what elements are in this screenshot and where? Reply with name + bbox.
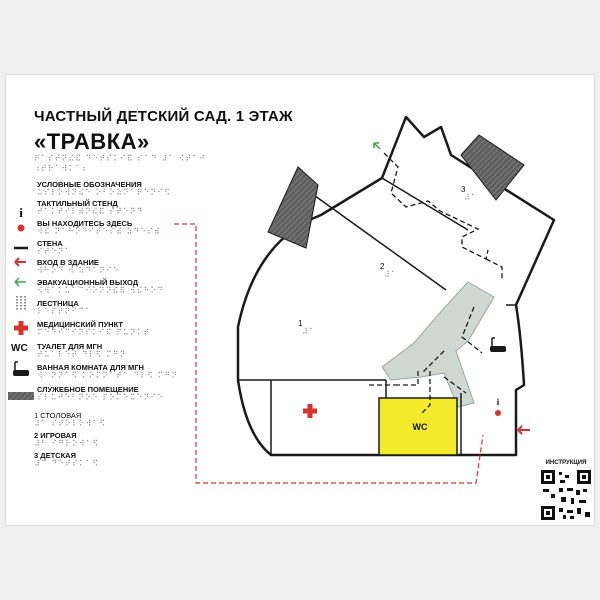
qr-block: ИНСТРУКЦИЯ (536, 460, 596, 525)
legend-label-you-are-here: ВЫ НАХОДИТЕСЬ ЗДЕСЬ (37, 219, 133, 228)
room-legend-braille: ⠼⠉ ⠙⠑⠞⠎⠅⠁⠫ (34, 459, 100, 468)
corridor (381, 281, 495, 408)
legend-label-tactile-stand: ТАКТИЛЬНЫЙ СТЕНД (37, 199, 118, 208)
room-legend-item-2: 2 ИГРОВАЯ (34, 431, 77, 440)
legend-label-wc: ТУАЛЕТ ДЛЯ МГН (37, 342, 103, 351)
legend-braille: ⠪⠺⠁⠅⠥⠁⠉⠊⠕⠝⠝⠮⠯ ⠺⠮⠓⠕⠙ (37, 286, 165, 295)
legend-label-medical: МЕДИЦИНСКИЙ ПУНКТ (37, 320, 123, 329)
evacuation-arrow-icon (14, 277, 26, 287)
legend-label-wall: СТЕНА (37, 239, 63, 248)
room-number-braille: ⠼⠁ (384, 270, 398, 279)
room-number-braille: ⠼⠁ (464, 193, 478, 202)
guidance-route (174, 223, 484, 484)
legend-label-evacuation-exit: ЭВАКУАЦИОННЫЙ ВЫХОД (37, 278, 139, 287)
svg-text:i: i (497, 397, 500, 407)
legend-label-bathroom: ВАННАЯ КОМНАТА ДЛЯ МГН (37, 363, 144, 372)
room-number-2: 2 (380, 262, 385, 271)
evacuation-route (383, 152, 503, 279)
wc-room-label: WC (412, 421, 428, 432)
bathtub-icon (490, 337, 506, 352)
room-legend-item-1: 1 СТОЛОВАЯ (34, 411, 82, 420)
tactile-sign: i i (6, 75, 594, 525)
info-icon: i (497, 397, 500, 407)
legend-braille: ⠎⠞⠑⠝⠁ (37, 247, 72, 256)
medical-cross-icon (303, 404, 317, 418)
room-number-1: 1 (298, 319, 303, 328)
service-room (460, 134, 525, 201)
room-legend-braille: ⠼⠃ ⠊⠛⠗⠕⠺⠁⠫ (34, 439, 100, 448)
room-number-3: 3 (461, 185, 466, 194)
qr-title: ИНСТРУКЦИЯ (545, 460, 587, 466)
medical-cross-icon (14, 321, 28, 335)
room-number-braille: ⠼⠁ (302, 327, 316, 336)
legend-braille: ⠞⠥⠁⠇⠑⠞ ⠙⠇⠫ ⠍⠛⠝ (37, 350, 127, 359)
legend-braille: ⠺⠮ ⠝⠁⠓⠕⠙⠊⠞⠑⠎⠾ ⠵⠙⠑⠎⠾ (37, 227, 161, 236)
legend-heading: УСЛОВНЫЕ ОБОЗНАЧЕНИЯ (37, 180, 142, 189)
wc-icon: WC (11, 343, 28, 354)
title-braille: ⠟⠁⠎⠞⠝⠮⠯ ⠙⠑⠞⠎⠅⠊⠯ ⠎⠁⠙ ⠼⠁ ⠪⠞⠁⠚ (34, 154, 206, 163)
legend-label-service-room: СЛУЖЕБНОЕ ПОМЕЩЕНИЕ (37, 385, 139, 394)
service-room (267, 166, 319, 249)
entrance-arrow-icon (517, 425, 530, 435)
legend-heading-braille: ⠥⠎⠇⠕⠺⠝⠮⠑ ⠕⠃⠕⠵⠝⠁⠟⠑⠝⠊⠫ (37, 188, 171, 197)
entrance-arrow-icon (14, 257, 26, 267)
legend-braille: ⠺⠓⠕⠙ ⠺ ⠵⠙⠁⠝⠊⠑ (37, 266, 120, 275)
legend-braille: ⠇⠑⠎⠞⠝⠊⠉⠁ (37, 307, 92, 316)
info-icon: i (19, 205, 23, 220)
wc-room (378, 397, 458, 456)
you-are-here-icon (495, 410, 501, 416)
sign-subtitle: «ТРАВКА» (34, 129, 150, 154)
bathtub-icon (13, 361, 29, 376)
title-braille-2: ⠰⠞⠗⠁⠺⠅⠁⠆ (34, 164, 89, 173)
room-legend-item-3: 3 ДЕТСКАЯ (34, 451, 76, 460)
legend-braille: ⠍⠑⠙⠊⠉⠊⠝⠎⠅⠊⠯ ⠏⠥⠝⠅⠞ (37, 328, 151, 337)
evacuation-route (366, 306, 483, 416)
legend-braille: ⠺⠁⠝⠝⠁⠫ ⠅⠕⠍⠝⠁⠞⠁ ⠙⠇⠫ ⠍⠛⠝ (37, 371, 178, 380)
legend-braille: ⠞⠁⠅⠞⠊⠇⠾⠝⠮⠯ ⠎⠞⠑⠝⠙ (37, 207, 144, 216)
legend-braille: ⠎⠇⠥⠚⠑⠃⠝⠕⠑ ⠏⠕⠍⠑⠭⠑⠝⠊⠑ (37, 393, 165, 402)
building-outline (236, 115, 556, 457)
stairs-icon (16, 296, 26, 310)
room-legend-braille: ⠼⠁ ⠎⠞⠕⠇⠕⠺⠁⠫ (34, 419, 107, 428)
qr-code (541, 470, 591, 520)
service-room-icon (8, 392, 34, 400)
legend-label-entrance: ВХОД В ЗДАНИЕ (37, 258, 99, 267)
evacuation-arrow-icon (373, 142, 381, 150)
floor-plan: i i (8, 115, 591, 520)
you-are-here-icon (17, 224, 25, 232)
legend-label-stairs: ЛЕСТНИЦА (37, 299, 79, 308)
sign-title: ЧАСТНЫЙ ДЕТСКИЙ САД. 1 ЭТАЖ (34, 108, 293, 125)
